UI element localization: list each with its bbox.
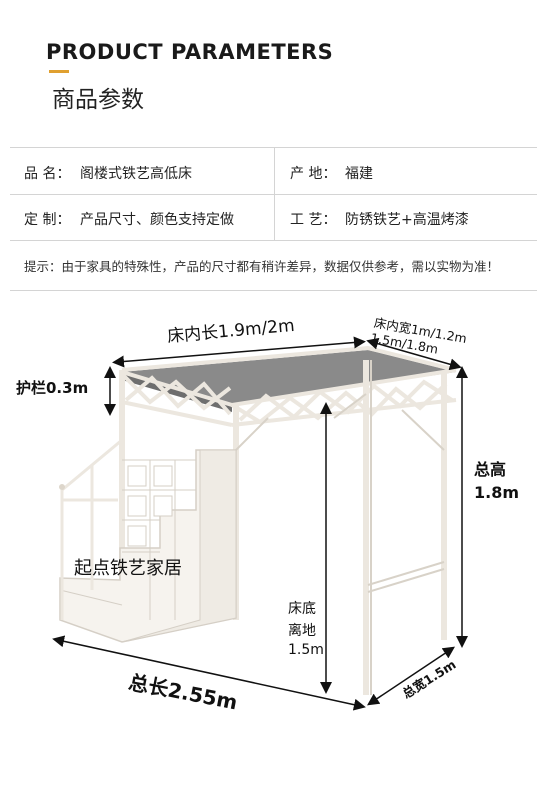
- brace-left: [235, 417, 269, 451]
- heading-cn: 商品参数: [52, 87, 144, 113]
- total-length-arrow: [52, 635, 366, 711]
- inner-length-arrow: [112, 336, 366, 368]
- lattice-long-side: [230, 382, 448, 425]
- table-rule-bottom: [10, 240, 537, 241]
- crossbar-low-2: [367, 568, 445, 593]
- side-rail-bottom: [231, 398, 457, 427]
- clearance-label-line3: 1.5m: [288, 642, 324, 658]
- brace-back: [401, 409, 445, 451]
- crossbar-low: [367, 561, 445, 586]
- guardrail-label: 护栏0.3m: [16, 379, 89, 397]
- heading-accent-line: [49, 70, 69, 73]
- brand-watermark: 起点铁艺家居: [74, 558, 182, 579]
- note-rule-bottom: [10, 290, 537, 291]
- inner-width-arrow: [366, 337, 462, 371]
- lattice-short-side: [122, 374, 232, 411]
- table-column-divider: [274, 147, 275, 240]
- origin-label: 产 地：: [290, 166, 337, 182]
- brace-right: [333, 393, 367, 419]
- total-height-label-line2: 1.8m: [474, 483, 520, 502]
- front-rail-bottom: [121, 400, 233, 427]
- total-width-arrow: [367, 646, 455, 706]
- name-value: 阁楼式铁艺高低床: [80, 166, 192, 182]
- name-label: 品 名：: [24, 166, 71, 182]
- origin-value: 福建: [345, 166, 373, 182]
- clearance-label-line2: 离地: [288, 623, 316, 639]
- lattice-short-side-2: [124, 375, 232, 416]
- heading-en: PRODUCT PARAMETERS: [46, 40, 334, 64]
- craft-label: 工 艺：: [290, 212, 337, 228]
- total-height-label-line1: 总高: [474, 460, 507, 479]
- table-rule-middle: [10, 194, 537, 195]
- lattice-long-side-2: [238, 379, 454, 422]
- clearance-label-line1: 床底: [288, 601, 316, 617]
- custom-label: 定 制：: [24, 212, 71, 228]
- custom-value: 产品尺寸、颜色支持定做: [80, 212, 234, 228]
- craft-value: 防锈铁艺+高温烤漆: [345, 212, 469, 228]
- loft-bed-diagram: 床内长1.9m/2m 床内宽1m/1.2m 1.5m/1.8m 护栏0.3m 总…: [0, 290, 547, 800]
- loft-bed-illustration: [52, 336, 468, 711]
- staircase-cabinet: [59, 370, 237, 643]
- notice-text: 提示：由于家具的特殊性，产品的尺寸都有稍许差异，数据仅供参考，需以实物为准！: [24, 259, 500, 274]
- table-rule-top: [10, 147, 537, 148]
